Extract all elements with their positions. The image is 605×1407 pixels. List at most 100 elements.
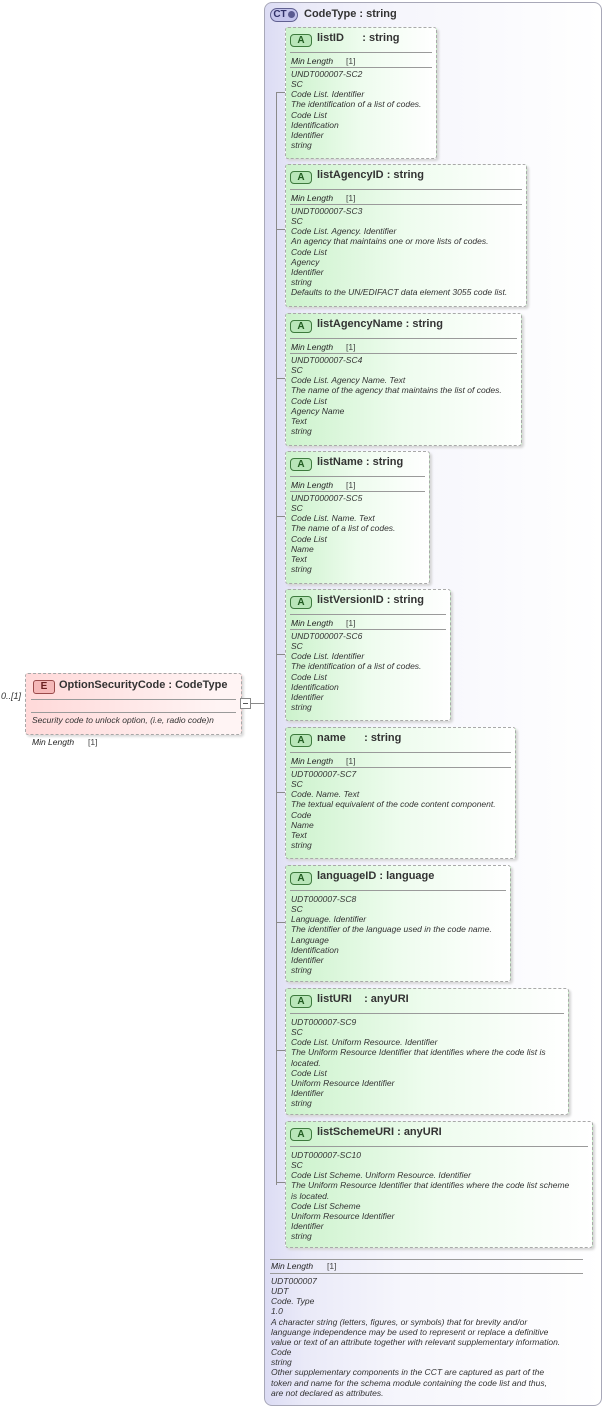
doc-line: The Uniform Resource Identifier that ide… [291, 1180, 570, 1191]
element-divider-2 [31, 712, 236, 713]
element-facet-value: [1] [88, 737, 98, 747]
attribute-sep: : [376, 870, 387, 882]
doc-line: Defaults to the UN/EDIFACT data element … [291, 287, 508, 298]
attribute-doc: UNDT000007-SC2 SC Code List. Identifier … [291, 69, 421, 150]
doc-line: SC [291, 1027, 303, 1038]
attribute-type: language [386, 870, 435, 882]
attribute-facet-label: Min Length [291, 193, 334, 203]
doc-line: UDT [271, 1286, 289, 1297]
attribute-type: string [368, 32, 400, 44]
attribute-divider [290, 189, 522, 190]
doc-line: Code List [291, 395, 327, 406]
doc-line: Language. Identifier [291, 914, 367, 925]
attribute-divider [290, 752, 511, 753]
attribute-divider-2 [290, 491, 425, 492]
doc-line: UDT000007-SC8 [291, 894, 357, 904]
doc-line: string [291, 702, 312, 713]
doc-line: Other supplementary components in the CC… [271, 1367, 545, 1378]
doc-line: The identification of a list of codes. [291, 661, 422, 672]
doc-line: UDT000007-SC7 [291, 769, 357, 779]
attribute-sep: : [383, 594, 394, 606]
doc-line: Identifier [291, 1221, 324, 1232]
doc-line: Code List. Agency Name. Text [291, 375, 406, 386]
element-type: CodeType [175, 679, 228, 691]
attribute-type: string [393, 594, 424, 606]
doc-line: Code List. Name. Text [291, 513, 375, 524]
attribute-facet-label: Min Length [291, 480, 334, 490]
doc-line: value or text of an attribute together w… [271, 1336, 561, 1347]
doc-line: Code List. Uniform Resource. Identifier [291, 1037, 438, 1048]
plus-circle-icon [287, 11, 295, 18]
attribute-title: listVersionID : string [317, 594, 424, 606]
attribute-listname[interactable]: A listName : string Min Length [1] UNDT0… [285, 451, 430, 584]
attribute-badge: A [290, 171, 312, 184]
doc-line: Name [291, 819, 314, 830]
footer-doc: UDT000007 UDT Code. Type 1.0 A character… [271, 1276, 591, 1398]
element-facet-label: Min Length [32, 737, 75, 747]
attribute-sep: : [383, 169, 394, 181]
doc-line: Agency [291, 256, 320, 267]
attribute-type: string [372, 456, 404, 468]
attribute-name: listURI [317, 993, 352, 1005]
complex-type-name: CodeType [304, 8, 357, 20]
doc-line: Text [291, 553, 307, 564]
element-badge: E [33, 680, 55, 694]
complex-type-badge-text: CT [273, 9, 287, 20]
attribute-facet-value: [1] [346, 342, 356, 352]
attribute-name[interactable]: A name : string Min Length [1] UDT000007… [285, 727, 516, 859]
doc-line: The identification of a list of codes. [291, 99, 422, 110]
element-title: OptionSecurityCode : CodeType [59, 679, 228, 691]
doc-line: string [291, 426, 312, 437]
attribute-facet-label: Min Length [291, 56, 334, 66]
doc-line: Code List Scheme [291, 1200, 361, 1211]
attribute-divider [290, 614, 446, 615]
doc-line: UNDT000007-SC4 [291, 355, 363, 365]
doc-line: SC [291, 1160, 303, 1171]
element-doc: Security code to unlock option, (i.e, ra… [32, 715, 214, 725]
doc-line: SC [291, 216, 303, 227]
attribute-badge: A [290, 320, 312, 333]
attribute-type: anyURI [370, 993, 409, 1005]
doc-line: Text [291, 415, 307, 426]
doc-line: Code List. Identifier [291, 651, 365, 662]
doc-line: languange independence may be used to re… [271, 1326, 549, 1337]
attribute-name: listVersionID [317, 594, 384, 606]
doc-line: Text [291, 829, 307, 840]
attribute-badge: A [290, 995, 312, 1008]
doc-line: Code List [291, 109, 327, 120]
attribute-facet-value: [1] [346, 56, 356, 66]
attribute-divider [290, 476, 425, 477]
attribute-doc: UNDT000007-SC5 SC Code List. Name. Text … [291, 493, 395, 574]
footer-divider-2 [270, 1273, 583, 1274]
attribute-name: listAgencyName [317, 318, 403, 330]
doc-line: Code. Type [271, 1296, 315, 1307]
attribute-listversionid[interactable]: A listVersionID : string Min Length [1] … [285, 589, 451, 721]
doc-line: Identifier [291, 1088, 324, 1099]
attribute-title: listName : string [317, 456, 403, 468]
doc-line: Language [291, 934, 329, 945]
doc-line: UNDT000007-SC2 [291, 69, 363, 79]
doc-line: string [291, 1098, 312, 1109]
doc-line: are not declared as attributes. [271, 1387, 384, 1398]
attribute-divider [290, 890, 506, 891]
element-option-security-code[interactable]: E OptionSecurityCode : CodeType Min Leng… [25, 673, 242, 747]
attribute-listschemeuri[interactable]: A listSchemeURI : anyURI UDT000007-SC10 … [285, 1121, 593, 1248]
attribute-doc: UDT000007-SC10 SC Code List Scheme. Unif… [291, 1150, 569, 1241]
attribute-languageid[interactable]: A languageID : language UDT000007-SC8 SC… [285, 865, 511, 982]
attribute-listagencyname[interactable]: A listAgencyName : string Min Length [1]… [285, 313, 522, 446]
multiplicity-label: 0..[1] [1, 691, 22, 701]
doc-line: UNDT000007-SC5 [291, 493, 363, 503]
attribute-facet-value: [1] [346, 756, 356, 766]
attribute-type: string [393, 169, 424, 181]
doc-line: 1.0 [271, 1306, 283, 1317]
attribute-listagencyid[interactable]: A listAgencyID : string Min Length [1] U… [285, 164, 527, 307]
attribute-badge: A [290, 458, 312, 471]
attribute-listid[interactable]: A listID : string Min Length [1] UNDT000… [285, 27, 437, 159]
attribute-listuri[interactable]: A listURI : anyURI UDT000007-SC9 SC Code… [285, 988, 569, 1115]
doc-line: Identifier [291, 954, 324, 965]
attribute-facet-value: [1] [346, 480, 356, 490]
attribute-divider [290, 1013, 564, 1014]
doc-line: UNDT000007-SC3 [291, 206, 363, 216]
doc-line: string [271, 1357, 292, 1368]
attribute-title: listAgencyName : string [317, 318, 443, 330]
